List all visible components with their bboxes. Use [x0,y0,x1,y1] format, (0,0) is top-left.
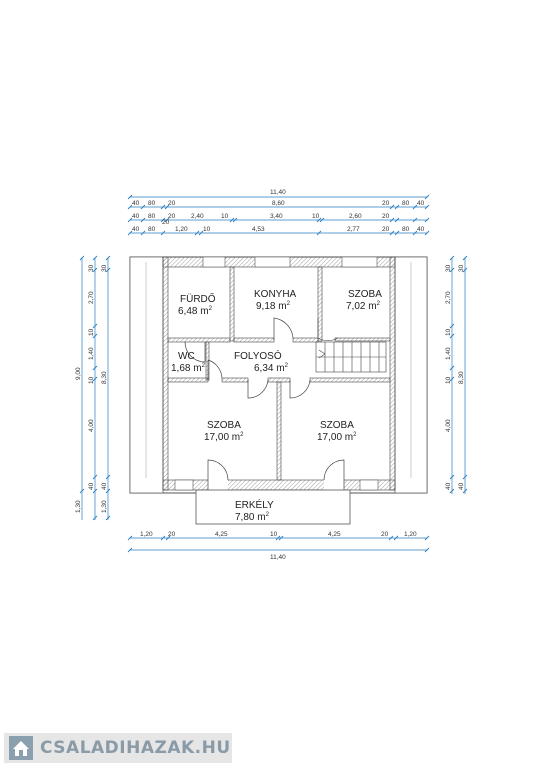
dim-label: 4,00 [445,419,452,432]
room-name-folyoso: FOLYOSÓ [234,349,282,362]
dim-label: 20 [382,226,390,233]
dim-label: 1,40 [445,347,452,360]
dim-label: 3,40 [270,213,283,220]
left-dimensions [79,255,111,521]
dim-label: 8,30 [458,371,465,384]
dim-label: 4,00 [88,419,95,432]
dim-label: 30 [445,264,452,272]
room-name-szoba-right: SZOBA [320,420,354,431]
dim-label: 30 [88,264,95,272]
dim-label: 4,25 [215,531,228,538]
dim-label: 10 [221,213,229,220]
site-logo[interactable]: CSALADIHAZAK.HU [4,733,232,763]
house-logo-icon [9,736,33,760]
dim-label: 1,20 [175,226,188,233]
dim-label: 4,25 [328,531,341,538]
room-area-szoba-right: 17,00 m2 [317,432,357,443]
dim-label: 40 [101,482,108,490]
dim-label: 10 [445,376,452,384]
right-dimensions [449,255,468,494]
dim-label: 1,20 [404,531,417,538]
dim-label: 10 [312,213,320,220]
dim-label: 40 [132,213,140,220]
room-area-szoba-top: 7,02 m2 [346,301,381,312]
dim-label: 40 [132,200,140,207]
room-name-szoba-left: SZOBA [207,420,241,431]
dim-label: 10 [445,328,452,336]
dim-label: 20 [168,213,176,220]
room-name-furdo: FÜRDŐ [180,291,216,305]
dim-label: 40 [458,482,465,490]
top-dimensions [127,194,430,236]
dim-label: 4,53 [252,226,265,233]
room-labels: FÜRDŐ 6,48 m2 KONYHA 9,18 m2 SZOBA 7,02 … [171,289,382,523]
dim-top-overall: 11,40 [270,189,286,196]
dim-label: 10 [88,376,95,384]
room-area-wc: 1,68 m2 [171,363,206,374]
building-outline [129,256,428,494]
dim-label: 1,30 [75,500,82,513]
dim-label: 80 [402,226,410,233]
room-name-wc: WC [178,351,195,362]
room-name-konyha: KONYHA [254,289,297,300]
dim-label: 40 [132,226,140,233]
room-area-furdo: 6,48 m2 [178,306,213,317]
dim-label: 40 [417,226,425,233]
dim-label: 80 [148,226,156,233]
dim-label: 2,60 [349,213,362,220]
dim-label: 20 [168,200,176,207]
dim-label: 2,77 [347,226,360,233]
staircase [315,341,387,373]
dim-label: 2,70 [445,291,452,304]
dim-label: 2,40 [191,213,204,220]
doors [184,317,345,490]
top-dimension-labels: 11,40 40 80 20 8,60 20 80 40 20 40 80 20… [132,189,425,233]
dim-label: 20 [381,531,389,538]
dim-label: 1,20 [140,531,153,538]
dim-label: 8,60 [272,200,285,207]
dim-label: 20 [382,200,390,207]
room-area-szoba-left: 17,00 m2 [204,432,244,443]
dim-label: 80 [402,200,410,207]
dim-label: 8,30 [101,371,108,384]
room-area-erkely: 7,80 m2 [235,512,270,523]
room-name-erkely: ERKÉLY [235,498,274,511]
room-area-konyha: 9,18 m2 [256,301,291,312]
windows [174,256,379,491]
dim-label: 10 [88,328,95,336]
dim-label: 20 [382,213,390,220]
dim-label: 40 [417,200,425,207]
bottom-dimensions [127,535,430,553]
dim-label: 10 [203,226,211,233]
dim-label: 2,70 [88,291,95,304]
left-dimension-labels: 9,00 30 2,70 10 1,40 10 4,00 40 1,30 30 … [75,264,108,513]
dim-label: 80 [148,200,156,207]
dim-bottom-overall: 11,40 [270,554,286,561]
dim-label: 30 [458,264,465,272]
dim-label: 20 [168,531,176,538]
dim-label: 40 [445,482,452,490]
dim-label: 80 [148,213,156,220]
logo-text: CSALADIHAZAK.HU [40,738,231,758]
dim-label: 40 [88,482,95,490]
dim-label: 1,40 [88,347,95,360]
room-area-folyoso: 6,34 m2 [254,363,289,374]
balcony [195,489,351,525]
dim-left-overall: 9,00 [75,367,82,380]
dim-label: 20 [162,219,170,226]
room-name-szoba-top: SZOBA [348,289,382,300]
dim-label: 30 [101,264,108,272]
right-dimension-labels: 30 2,70 10 1,40 10 4,00 40 30 8,30 40 [445,264,465,490]
bottom-dimension-labels: 1,20 20 4,25 10 4,25 20 1,20 11,40 [140,531,417,561]
dim-label: 1,30 [101,500,108,513]
dim-label: 10 [270,531,278,538]
